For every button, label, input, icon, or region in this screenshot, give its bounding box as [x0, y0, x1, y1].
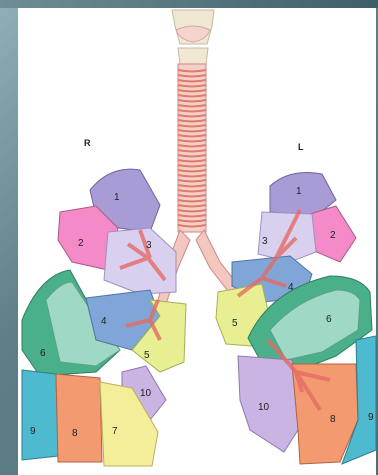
left-segment-1-label: 1 [296, 186, 302, 197]
right-segment-8 [56, 374, 102, 462]
right-segment-8-label: 8 [72, 428, 78, 439]
left-segment-9-label: 9 [368, 412, 374, 423]
right-segment-3-label: 3 [146, 240, 152, 251]
left-segment-5-label: 5 [232, 318, 238, 329]
left-segment-3-label: 3 [262, 236, 268, 247]
left-segment-4-label: 4 [288, 282, 294, 293]
larynx [172, 10, 214, 64]
trachea [178, 64, 206, 232]
left-segment-8-label: 8 [330, 414, 336, 425]
right-segment-5-label: 5 [144, 350, 150, 361]
left-side-label: L [298, 142, 304, 152]
right-segment-4-label: 4 [101, 316, 107, 327]
left-segment-10-label: 10 [258, 402, 270, 413]
left-segment-6-label: 6 [326, 314, 332, 325]
left-segment-2-label: 2 [330, 230, 336, 241]
right-side-label: R [84, 138, 91, 148]
left-lung [216, 173, 376, 465]
right-segment-9-label: 9 [30, 426, 36, 437]
right-segment-6-label: 6 [40, 348, 46, 359]
right-segment-10-label: 10 [140, 388, 152, 399]
right-segment-2-label: 2 [78, 238, 84, 249]
right-segment-7-label: 7 [112, 426, 118, 437]
right-segment-9 [22, 370, 58, 460]
right-segment-1-label: 1 [114, 192, 120, 203]
